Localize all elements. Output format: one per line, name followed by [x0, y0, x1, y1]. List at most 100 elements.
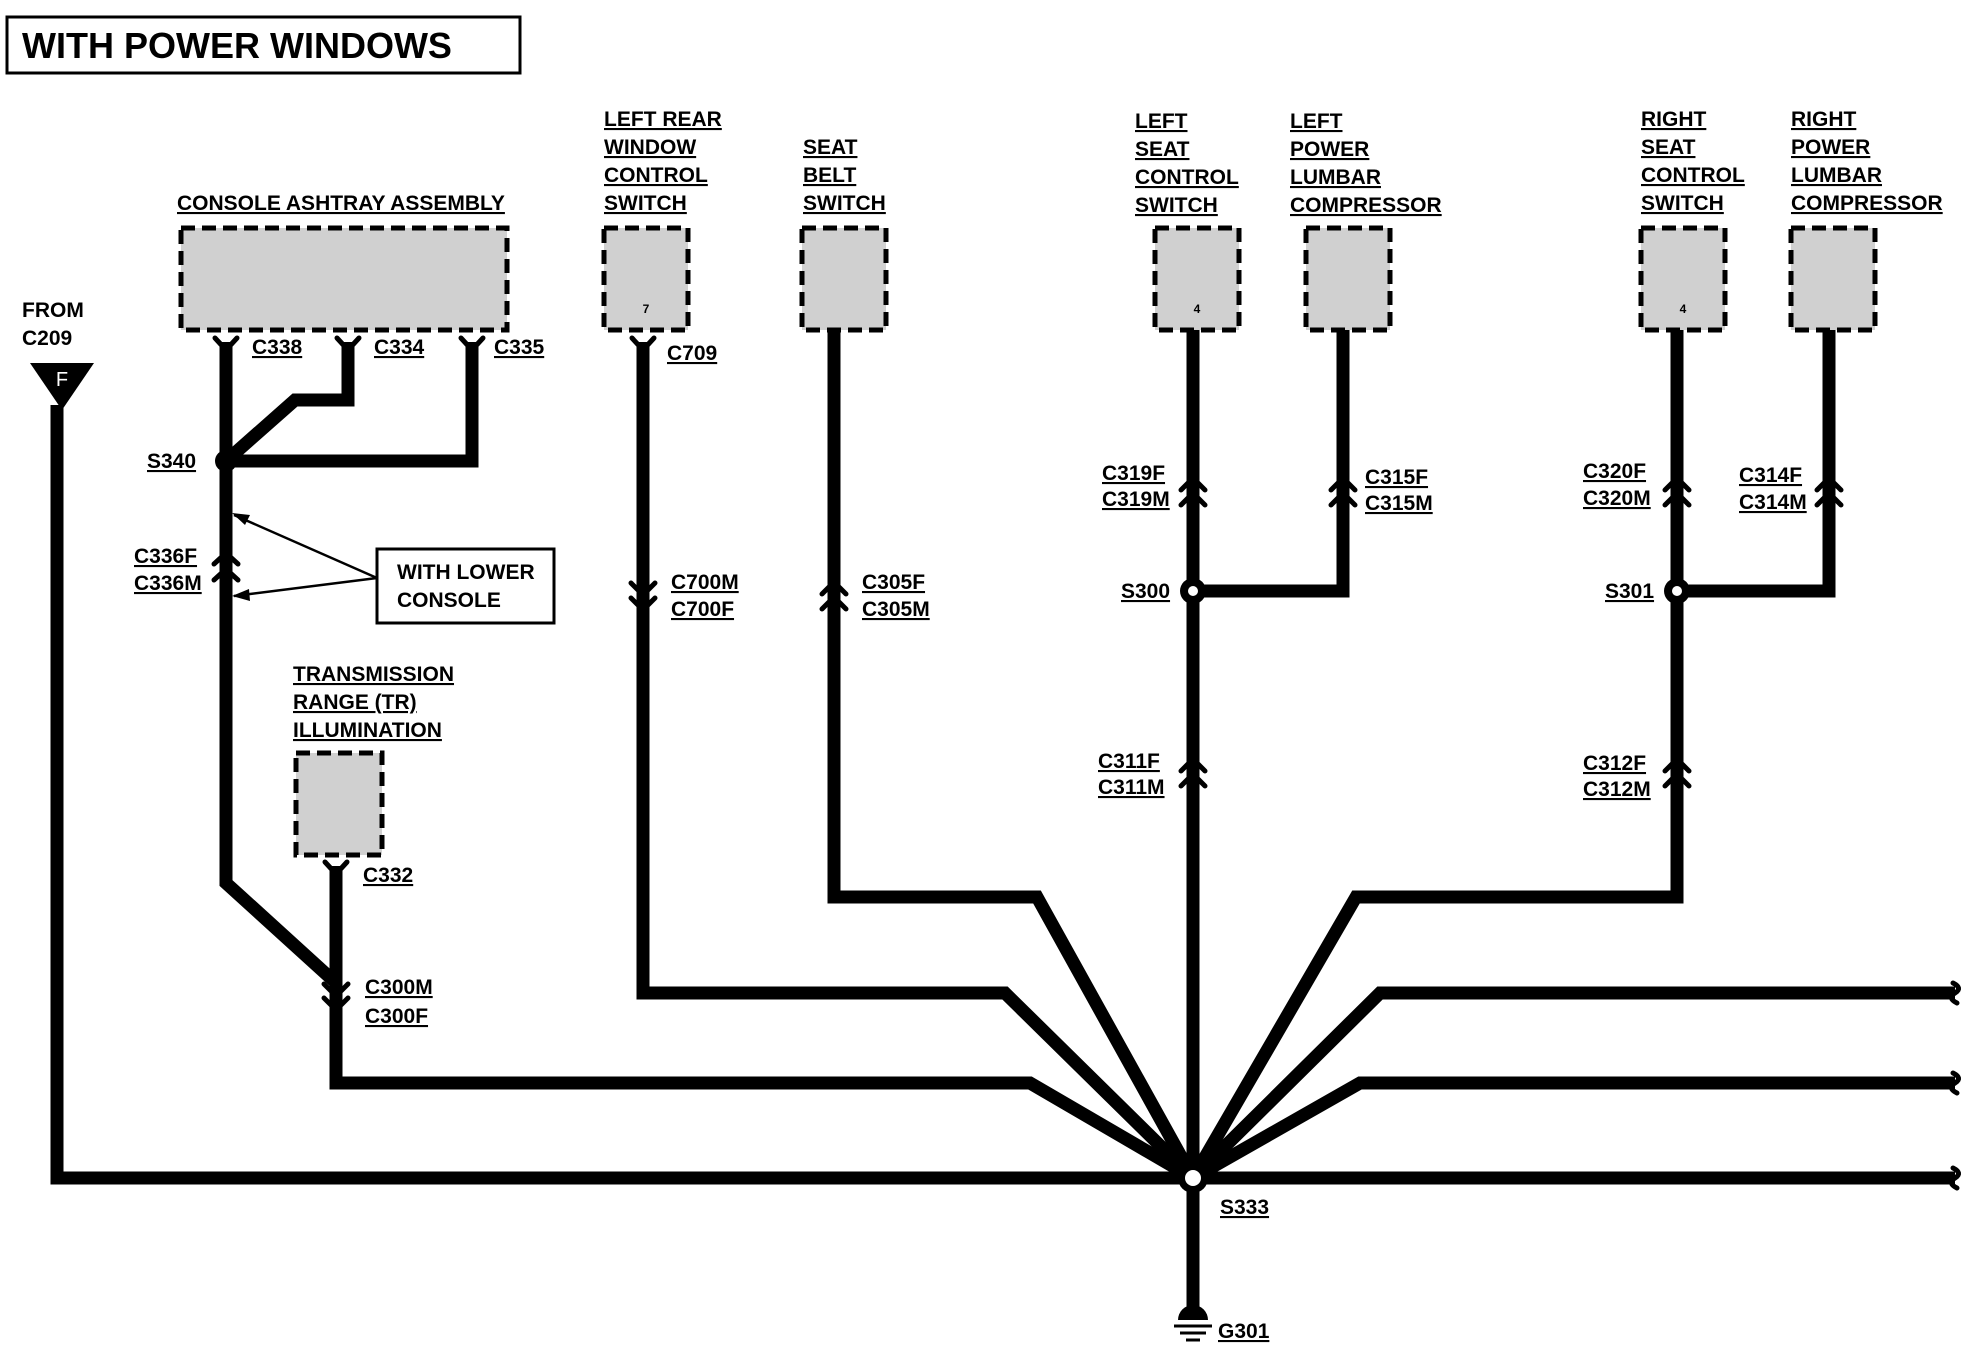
llc-label-2: POWER	[1290, 138, 1369, 161]
source-c209: FROM C209 F	[22, 299, 94, 410]
note-box	[375, 547, 556, 625]
note-arrow-line-1	[233, 513, 378, 580]
s333-label: S333	[1220, 1196, 1269, 1219]
rsc-label-4: SWITCH	[1641, 192, 1724, 215]
rlc-label-1: RIGHT	[1791, 108, 1857, 131]
seatbelt-label-3: SWITCH	[803, 192, 886, 215]
ground-g301: G301	[1174, 1305, 1270, 1343]
left-seat-control-box	[1152, 225, 1242, 333]
c700-connector-icon	[628, 580, 658, 614]
lower-console-note: WITH LOWER CONSOLE	[232, 513, 556, 625]
c305m-label: C305M	[862, 598, 930, 621]
s301-label: S301	[1605, 580, 1654, 603]
seat-belt-box	[799, 225, 889, 333]
c311m-label: C311M	[1098, 776, 1165, 799]
from-label: FROM	[22, 299, 84, 322]
c320-connector-icon	[1662, 474, 1692, 508]
lsc-label-3: CONTROL	[1135, 166, 1239, 189]
c305-connector-icon	[819, 578, 849, 612]
llc-label-3: LUMBAR	[1290, 166, 1381, 189]
lsc-label-2: SEAT	[1135, 138, 1190, 161]
lrw-label-2: WINDOW	[604, 136, 696, 159]
c305f-label: C305F	[862, 571, 925, 594]
components: CONSOLE ASHTRAY ASSEMBLY LEFT REAR WINDO…	[177, 108, 1943, 858]
c314f-label: C314F	[1739, 464, 1802, 487]
lsc-label-1: LEFT	[1135, 110, 1188, 133]
wire-c334-to-s340	[221, 342, 355, 466]
tr-illumination-box	[293, 750, 385, 858]
rsc-pin: 4	[1680, 302, 1687, 316]
c700f-label: C700F	[671, 598, 734, 621]
c334-fork-icon	[334, 335, 362, 354]
wire-rightseat-to-s333	[1187, 330, 1684, 1182]
c338-label: C338	[252, 336, 303, 359]
seatbelt-label-1: SEAT	[803, 136, 858, 159]
wire-c300-to-s333	[329, 983, 1197, 1184]
c209-label: C209	[22, 327, 72, 350]
bus-break-icon-3	[1949, 1165, 1961, 1191]
lsc-pin: 4	[1194, 302, 1201, 316]
c332-fork-icon	[322, 859, 350, 878]
rsc-label-3: CONTROL	[1641, 164, 1745, 187]
tr-label-1: TRANSMISSION	[293, 663, 454, 686]
c334-label: C334	[374, 336, 425, 359]
c320f-label: C320F	[1583, 460, 1646, 483]
s340-splice-dot	[215, 450, 237, 472]
f-symbol: F	[56, 369, 68, 391]
c315m-label: C315M	[1365, 492, 1433, 515]
lrw-label-4: SWITCH	[604, 192, 687, 215]
rsc-label-1: RIGHT	[1641, 108, 1707, 131]
c709-fork-icon	[629, 335, 657, 354]
c311f-label: C311F	[1098, 750, 1160, 773]
c335-fork-icon	[458, 335, 486, 354]
c312-connector-icon	[1662, 755, 1692, 789]
c709-label: C709	[667, 342, 717, 365]
lrw-pin: 7	[643, 302, 650, 316]
wire-bus-right-3	[1188, 986, 1955, 1183]
c335-label: C335	[494, 336, 545, 359]
c320m-label: C320M	[1583, 487, 1651, 510]
c300m-label: C300M	[365, 976, 433, 999]
c314m-label: C314M	[1739, 491, 1807, 514]
lrw-label-1: LEFT REAR	[604, 108, 722, 131]
llc-label-4: COMPRESSOR	[1290, 194, 1442, 217]
tr-label-3: ILLUMINATION	[293, 719, 442, 742]
c319m-label: C319M	[1102, 488, 1170, 511]
c319f-label: C319F	[1102, 462, 1165, 485]
rlc-label-3: LUMBAR	[1791, 164, 1882, 187]
c336f-label: C336F	[134, 545, 197, 568]
wire-c335-to-s340	[226, 342, 479, 468]
c315f-label: C315F	[1365, 466, 1428, 489]
c336-connector-icon	[211, 549, 241, 583]
splices	[215, 450, 1690, 1193]
s340-label: S340	[147, 450, 196, 473]
c300f-label: C300F	[365, 1005, 428, 1028]
wire-bus-right-2	[1189, 1076, 1955, 1184]
note-arrowhead-1	[232, 513, 250, 525]
wire-c209-to-s333	[50, 405, 1193, 1185]
llc-label-1: LEFT	[1290, 110, 1343, 133]
right-seat-control-box	[1638, 225, 1728, 333]
left-rear-window-box	[601, 225, 691, 333]
wire-s340-to-c300	[219, 461, 341, 988]
bus-break-icon-2	[1949, 1070, 1961, 1096]
c314-connector-icon	[1814, 474, 1844, 508]
right-lumbar-box	[1788, 225, 1878, 333]
tr-label-2: RANGE (TR)	[293, 691, 417, 714]
connector-labels: C338 C334 C335 C709 C332 C336F C336M C70…	[134, 336, 1807, 1028]
wires	[50, 330, 1955, 1318]
c332-label: C332	[363, 864, 413, 887]
title-box: WITH POWER WINDOWS	[5, 15, 522, 75]
seatbelt-label-2: BELT	[803, 164, 856, 187]
note-line-1: WITH LOWER	[397, 561, 535, 584]
f-triangle-icon	[30, 363, 94, 410]
note-arrowhead-2	[232, 589, 250, 601]
c700m-label: C700M	[671, 571, 739, 594]
c319-connector-icon	[1178, 474, 1208, 508]
wire-rightlumbar-to-s301	[1677, 330, 1836, 598]
wire-leftlumbar-to-s300	[1193, 330, 1350, 598]
rlc-label-4: COMPRESSOR	[1791, 192, 1943, 215]
c312f-label: C312F	[1583, 752, 1646, 775]
c300-connector-icon	[321, 981, 351, 1014]
rsc-label-2: SEAT	[1641, 136, 1696, 159]
